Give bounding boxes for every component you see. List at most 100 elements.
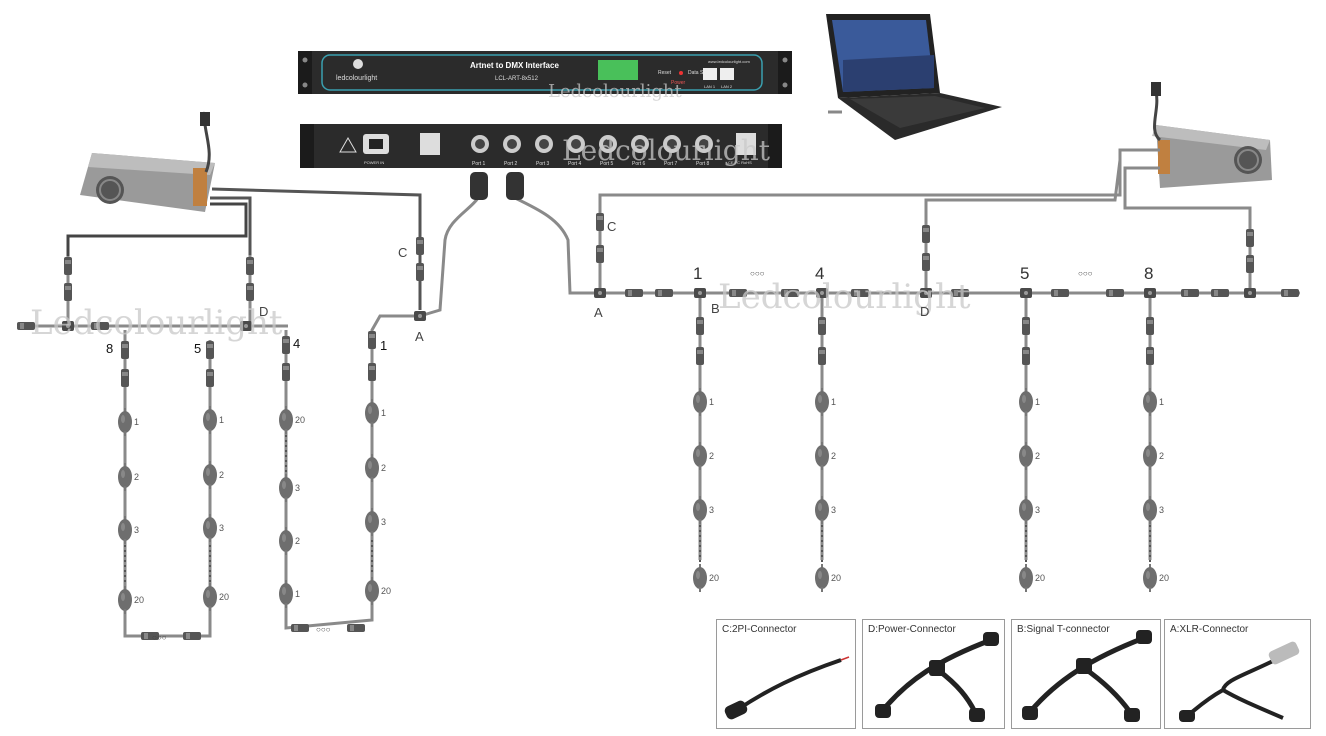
pixel-node	[692, 563, 708, 593]
run-label-8-right: 8	[1144, 264, 1153, 283]
artnet-device-front: ledcolourlight Artnet to DMX Interface L…	[298, 51, 792, 94]
run-label-4-right: 4	[815, 264, 824, 283]
cables	[30, 148, 1300, 638]
label-d-right: D	[920, 304, 929, 319]
pixel-node	[278, 579, 294, 609]
pixel-node	[814, 495, 830, 525]
pixel-node	[692, 441, 708, 471]
power-label: Power	[671, 80, 686, 86]
power-connector-icon	[875, 632, 999, 722]
brand-logo-icon	[353, 59, 363, 69]
pixel-node	[814, 441, 830, 471]
pixel-node	[364, 507, 380, 537]
power-supply-left	[80, 111, 215, 212]
fuse-icon	[420, 133, 440, 155]
pixel-node-number: 1	[134, 417, 139, 427]
pixel-node-number: 20	[1159, 573, 1169, 583]
2pi-connector-icon	[724, 656, 850, 720]
port-panel-icon	[736, 133, 756, 155]
pixel-node-number: 1	[831, 397, 836, 407]
device-brand: ledcolourlight	[336, 75, 377, 82]
pixel-node	[1142, 387, 1158, 417]
pixel-node-number: 20	[381, 586, 391, 596]
pixel-node-number: 2	[709, 451, 714, 461]
power-in-label: POWER IN	[364, 160, 384, 165]
label-c-right: C	[607, 219, 616, 234]
pixel-node	[692, 387, 708, 417]
pixel-node	[202, 405, 218, 435]
lan2-label: LAN 2	[721, 84, 733, 89]
run-label-4-left: 4	[293, 336, 300, 351]
dots-2: ○○○	[1078, 269, 1093, 278]
pixel-node-number: 2	[134, 472, 139, 482]
legend-title: A:XLR-Connector	[1170, 624, 1249, 635]
legend-xlr-connector: A:XLR-Connector	[1164, 619, 1311, 729]
pixel-node	[364, 398, 380, 428]
pixel-node-number: 20	[831, 573, 841, 583]
pixel-node-number: 20	[219, 592, 229, 602]
chain-continuation-dots	[124, 435, 1151, 585]
legend-title: C:2PI-Connector	[722, 624, 797, 635]
legend-title: B:Signal T-connector	[1017, 624, 1110, 635]
run-label-1-right: 1	[693, 264, 702, 283]
pixel-node-number: 3	[295, 483, 300, 493]
pixel-node	[364, 453, 380, 483]
watermark-top: Ledcolourlight	[548, 81, 682, 102]
legend-power-connector: D:Power-Connector	[862, 619, 1005, 729]
pixel-node-number: 20	[709, 573, 719, 583]
dmx-port-label: Port 2	[504, 161, 518, 167]
dmx-port-label: Port 3	[536, 161, 550, 167]
pixel-node	[202, 582, 218, 612]
label-a-left: A	[415, 329, 424, 344]
pixel-node	[814, 563, 830, 593]
lan1-port-icon	[703, 68, 717, 80]
dmx-port-label: Port 4	[568, 161, 582, 167]
run-label-8-left: 8	[106, 341, 113, 356]
device-title: Artnet to DMX Interface	[470, 61, 559, 70]
pixel-node	[1142, 563, 1158, 593]
pixel-node	[1018, 495, 1034, 525]
pixel-node-number: 20	[1035, 573, 1045, 583]
run-label-5-right: 5	[1020, 264, 1029, 283]
dmx-port-label: Port 6	[632, 161, 646, 167]
label-b-right: B	[711, 301, 720, 316]
pixel-node-number: 3	[1159, 505, 1164, 515]
pixel-node-number: 1	[1035, 397, 1040, 407]
pixel-node	[117, 515, 133, 545]
lan2-port-icon	[720, 68, 734, 80]
dmx-port-label: Port 7	[664, 161, 678, 167]
lcd-display	[598, 60, 638, 80]
pixel-node-number: 1	[219, 415, 224, 425]
pixel-node-number: 2	[381, 463, 386, 473]
xlr-connector-icon	[1179, 641, 1300, 722]
pixel-node-number: 3	[1035, 505, 1040, 515]
data-sync-label: Data Sync	[688, 70, 712, 76]
watermark-back: Ledcolourlight	[562, 134, 771, 167]
pixel-node-number: 2	[1159, 451, 1164, 461]
pixel-node-number: 2	[831, 451, 836, 461]
pixel-nodes	[117, 387, 1158, 615]
pixel-node	[278, 526, 294, 556]
pixel-node	[1018, 563, 1034, 593]
pixel-node	[202, 460, 218, 490]
pixel-node-number: 3	[381, 517, 386, 527]
pixel-node-number: 3	[709, 505, 714, 515]
power-supply-right	[1151, 82, 1272, 188]
dmx-port-label: Port 1	[472, 161, 486, 167]
lan1-label: LAN 1	[704, 84, 716, 89]
pixel-node	[1142, 495, 1158, 525]
pixel-node-number: 3	[134, 525, 139, 535]
pixel-node-number: 2	[295, 536, 300, 546]
dmx-port-label: Port 5	[600, 161, 614, 167]
device-model: LCL-ART-8x512	[495, 76, 539, 82]
run-label-1-left: 1	[380, 338, 387, 353]
dots-4: ○○○	[316, 625, 331, 634]
pixel-node-number: 3	[219, 523, 224, 533]
pixel-node	[692, 495, 708, 525]
pixel-node-number: 3	[831, 505, 836, 515]
pixel-node	[202, 513, 218, 543]
pixel-node-number: 20	[295, 415, 305, 425]
pixel-node	[117, 462, 133, 492]
dots-1: ○○○	[750, 269, 765, 278]
